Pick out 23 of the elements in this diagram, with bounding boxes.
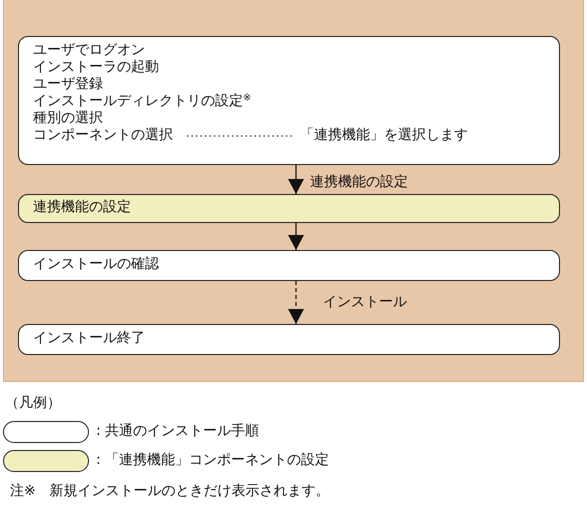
step-box: [18, 36, 560, 165]
step-text: 連携機能の設定: [33, 199, 131, 216]
step-text: インストールの確認: [33, 256, 159, 273]
step-text: ユーザでログオン: [33, 42, 145, 59]
edge-label: 連携機能の設定: [310, 174, 408, 191]
step-text: 「連携機能」を選択します: [300, 127, 468, 144]
step-text: インストーラの起動: [33, 59, 159, 76]
step-text: コンポーネントの選択: [33, 127, 173, 144]
step-text: インストール終了: [33, 330, 145, 347]
arrow: [288, 165, 304, 194]
dashed-arrow: [288, 281, 304, 324]
step-text: インストールディレクトリの設定$^{※}$: [33, 93, 252, 110]
step-text: ユーザ登録: [33, 76, 103, 93]
footnote-text: 注※ 新規インストールのときだけ表示されます。: [10, 483, 330, 500]
step-box: [18, 324, 560, 355]
legend-text: : 「連携機能」コンポーネントの設定: [96, 452, 330, 469]
edge-label: インストール: [323, 294, 407, 311]
step-box: [18, 194, 560, 223]
step-text: 種別の選択: [33, 110, 103, 127]
arrow: [288, 223, 304, 250]
legend-text: : 共通のインストール手順: [96, 423, 260, 440]
legend-heading: （凡例）: [5, 395, 61, 412]
step-box: [18, 250, 560, 281]
